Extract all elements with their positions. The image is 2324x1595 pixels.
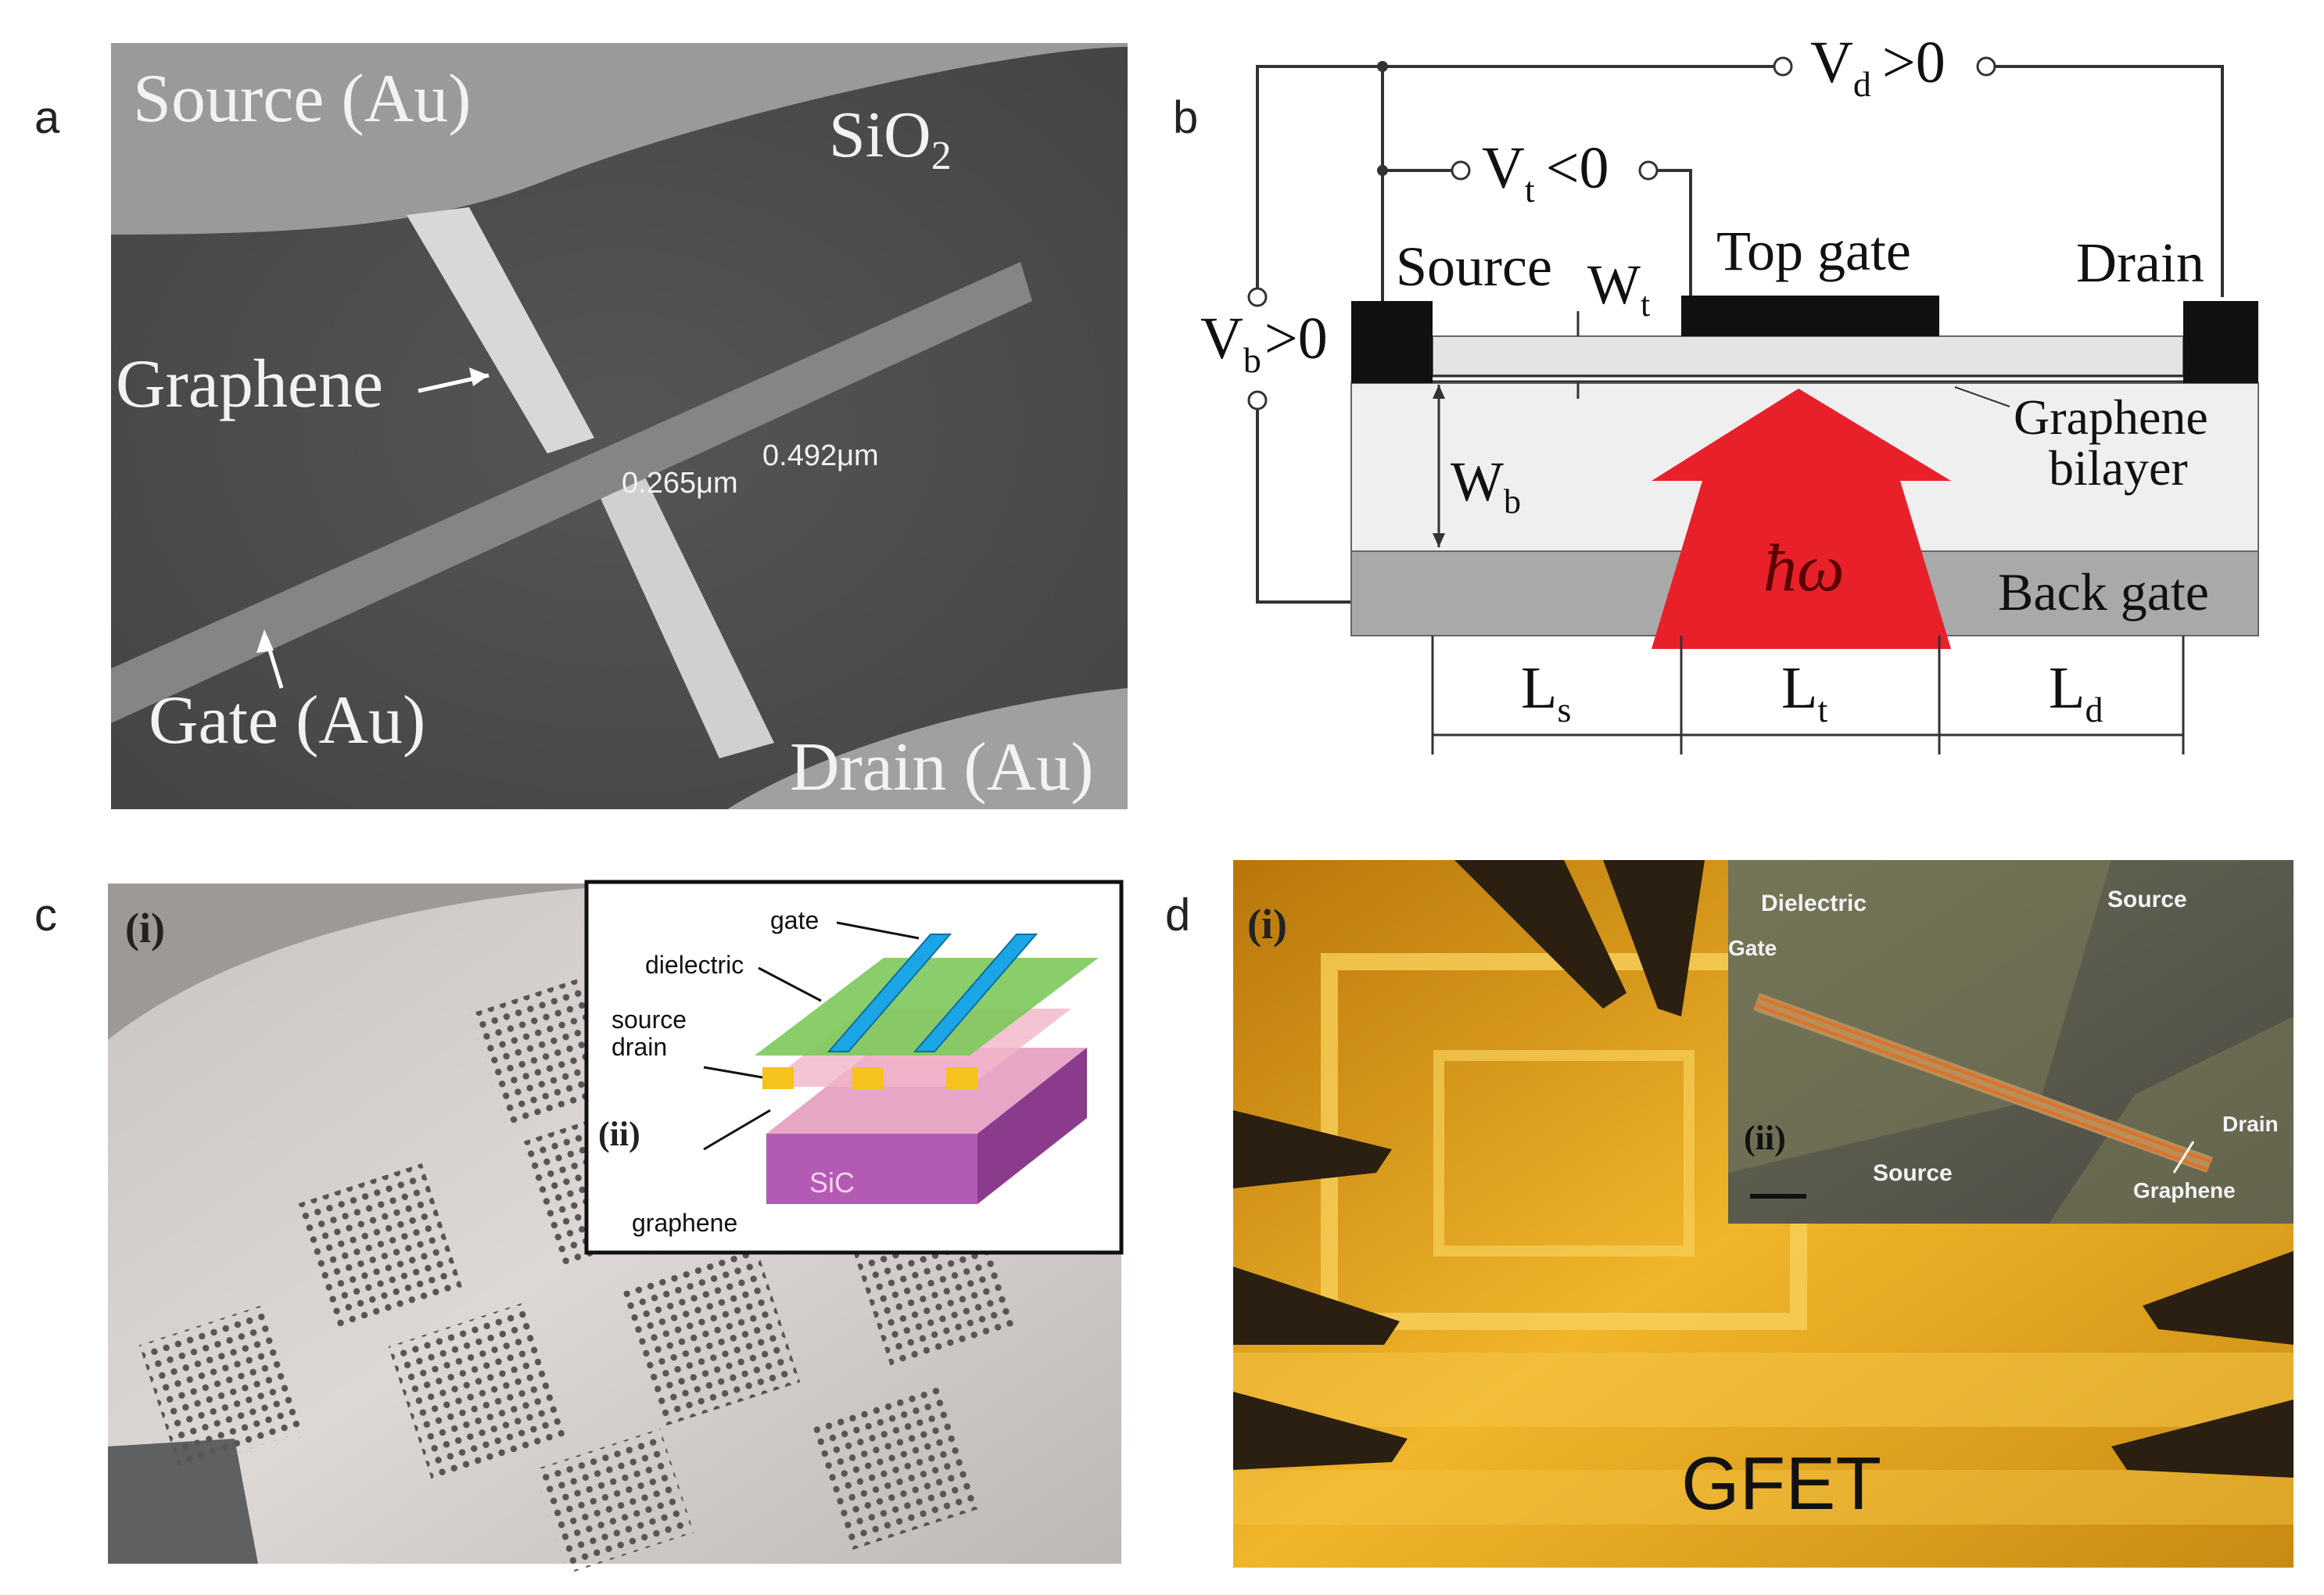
dim-label-1: 0.265μm bbox=[622, 467, 738, 500]
graphene-pointer bbox=[2172, 1141, 2195, 1174]
photon-arrow bbox=[1652, 389, 1951, 649]
drain-contact bbox=[2183, 301, 2258, 383]
label-source-bottom: Source bbox=[1873, 1160, 1953, 1186]
label-wb: Wb bbox=[1451, 450, 1521, 521]
label-ls: Ls bbox=[1521, 655, 1571, 729]
label-graphene: graphene bbox=[632, 1209, 737, 1237]
gfet-bus bbox=[1233, 1353, 2294, 1427]
sublabel-d-i: (i) bbox=[1247, 901, 1287, 948]
label-wt: Wt bbox=[1587, 253, 1650, 324]
label-sic: SiC bbox=[809, 1167, 855, 1199]
label-source-au: Source (Au) bbox=[133, 61, 472, 137]
label-source: source bbox=[611, 1005, 687, 1034]
source-region-bottom bbox=[2049, 1016, 2294, 1224]
label-drain: Drain bbox=[2222, 1112, 2279, 1136]
panel-c: c (i) SiC bbox=[34, 880, 1124, 1574]
panel-b: b Vd>0 Vt<0 Vb>0 ħω Source To bbox=[1173, 30, 2259, 754]
gate-bar-2 bbox=[913, 934, 1038, 1052]
label-lt: Lt bbox=[1781, 655, 1827, 729]
panel-letter-c: c bbox=[34, 890, 57, 941]
dim-label-2: 0.492μm bbox=[762, 439, 879, 472]
terminal-vt-right bbox=[1638, 160, 1659, 181]
label-vt: Vt<0 bbox=[1482, 135, 1609, 210]
label-gate-au: Gate (Au) bbox=[149, 683, 425, 758]
dielectric-layer bbox=[755, 958, 1099, 1056]
label-vd: Vd>0 bbox=[1810, 30, 1946, 104]
label-dielectric: Dielectric bbox=[1761, 891, 1867, 916]
terminal-vd-left bbox=[1773, 56, 1793, 77]
probe-tips bbox=[1233, 860, 2294, 1478]
gate-electrode bbox=[111, 262, 1032, 723]
label-dielectric: dielectric bbox=[645, 951, 744, 979]
label-ld: Ld bbox=[2049, 655, 2103, 729]
sic-side bbox=[977, 1048, 1087, 1204]
label-photon: ħω bbox=[1763, 530, 1845, 605]
label-gate: gate bbox=[770, 906, 819, 934]
source-electrode bbox=[111, 43, 1128, 235]
label-vb: Vb>0 bbox=[1200, 306, 1328, 380]
terminal-vd-right bbox=[1976, 56, 1996, 77]
panel-d: d (i) GFET Dielectric Gate Source Source… bbox=[1165, 860, 2294, 1568]
label-graphene-bilayer-2: bilayer bbox=[2049, 440, 2188, 496]
graphene-strip-lower bbox=[594, 469, 774, 758]
sublabel-c-ii: (ii) bbox=[598, 1115, 640, 1153]
panel-letter-d: d bbox=[1165, 890, 1190, 941]
label-drain-au: Drain (Au) bbox=[790, 729, 1094, 805]
panel-letter-a: a bbox=[34, 92, 60, 143]
circuit-wires bbox=[1256, 65, 2224, 604]
sic-top bbox=[766, 1048, 1087, 1134]
label-sio2: SiO2 bbox=[829, 99, 952, 178]
label-graphene-bilayer-1: Graphene bbox=[2014, 389, 2208, 445]
panel-a: a Source (Au) SiO2 Graphene Gate (Au) Dr… bbox=[34, 43, 1128, 809]
label-drain: Drain bbox=[2076, 231, 2204, 294]
label-back-gate: Back gate bbox=[1998, 562, 2209, 622]
sublabel-c-i: (i) bbox=[125, 905, 165, 952]
label-graphene: Graphene bbox=[2133, 1178, 2236, 1203]
graphene-strip-upper bbox=[407, 207, 594, 453]
gate-bar-1 bbox=[827, 934, 952, 1052]
terminal-vb-bottom bbox=[1247, 390, 1268, 410]
source-drain-pads bbox=[762, 1067, 977, 1089]
sublabel-d-ii: (ii) bbox=[1744, 1119, 1786, 1157]
sic-front bbox=[766, 1134, 977, 1204]
label-graphene: Graphene bbox=[116, 346, 383, 422]
label-top-gate: Top gate bbox=[1716, 220, 1911, 282]
terminal-vb-top bbox=[1247, 287, 1268, 307]
label-source-top: Source bbox=[2107, 887, 2187, 912]
terminal-vt-left bbox=[1451, 160, 1471, 181]
length-dimensions bbox=[1431, 636, 2185, 754]
source-contact bbox=[1351, 301, 1433, 383]
top-gate-contact bbox=[1681, 296, 1939, 336]
wafer-holder bbox=[108, 1439, 258, 1564]
drain-electrode bbox=[727, 688, 1128, 809]
label-drain: drain bbox=[611, 1033, 667, 1061]
label-gfet: GFET bbox=[1681, 1442, 1881, 1525]
label-source: Source bbox=[1396, 235, 1552, 298]
panel-letter-b: b bbox=[1173, 92, 1198, 143]
top-dielectric bbox=[1432, 335, 2184, 376]
label-gate: Gate bbox=[1728, 936, 1777, 960]
